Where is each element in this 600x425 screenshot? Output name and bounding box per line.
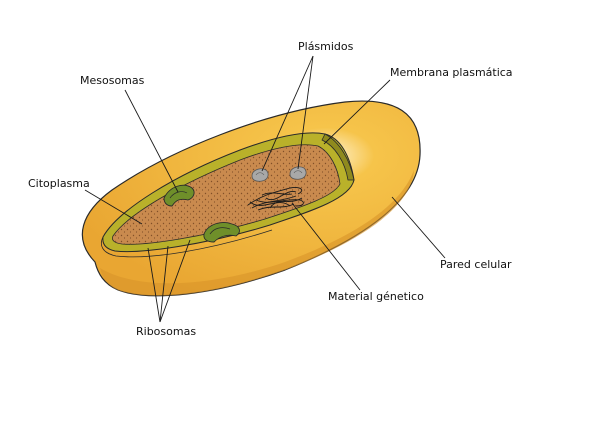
label-pared-celular: Pared celular (440, 258, 512, 271)
cell-wall-shadow (100, 170, 414, 296)
leader-lines (84, 55, 446, 323)
label-mesosomas: Mesosomas (80, 74, 145, 87)
label-material-genetico: Material génetico (328, 290, 424, 303)
mesosome-lower (203, 222, 240, 243)
label-ribosomas: Ribosomas (136, 325, 196, 338)
wall-cut-edge (100, 229, 273, 258)
plasmid-left (251, 168, 269, 182)
cytoplasm-texture (112, 144, 341, 245)
label-plasmidos: Plásmidos (298, 40, 354, 53)
genetic-material (247, 187, 304, 211)
mesosome-upper (163, 184, 195, 207)
label-membrana-plasmatica: Membrana plasmática (390, 66, 513, 79)
plasmid-right (289, 166, 307, 180)
label-citoplasma: Citoplasma (28, 177, 90, 190)
membrane-cut-face (321, 133, 355, 181)
